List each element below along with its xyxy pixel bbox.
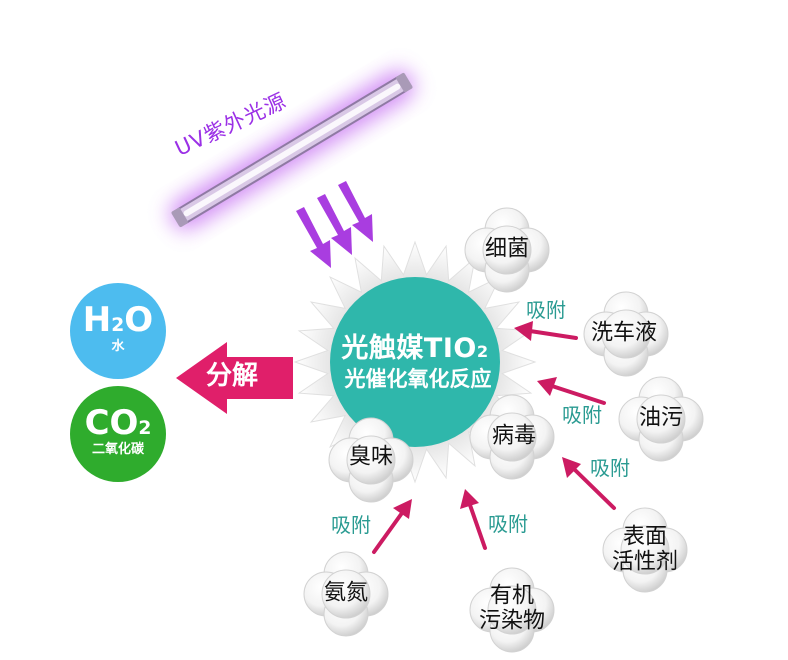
pollutant-cloud [328,417,414,503]
pollutant-surfactant-line1: 表面 [622,524,668,550]
uv-lamp-core [183,83,401,217]
water-name: 水 [111,339,125,355]
adsorb-label: 吸附 [562,403,602,427]
pollutant-organic: 有机 污染物 [479,584,545,633]
catalyst-circle [330,277,500,447]
adsorb-arrow-ammonia [372,499,412,554]
catalyst-title-main: 光触媒TIO [341,332,477,364]
pollutant-cloud [602,507,688,593]
uv-rays [296,181,373,268]
pollutant-cloud-puff [487,412,537,462]
adsorb-arrow-grease [537,377,606,405]
adsorb-label: 吸附 [590,456,630,480]
adsorb-arrow-organic [460,489,487,550]
adsorb-arrows [372,321,616,554]
co2-formula-a: CO [84,403,139,444]
water-product: H2O 水 [83,303,153,355]
pollutant-cloud [464,207,550,293]
uv-lamp-cap-left [171,207,188,228]
pollutant-cloud [469,567,555,653]
water-formula-a: H [82,300,112,341]
uv-ray-arrow [338,181,373,242]
water-circle [70,283,166,379]
pollutant-cloud-puff [487,585,537,635]
pollutant-virus: 病毒 [491,423,537,449]
pollutant-surfactant-line2: 活性剂 [611,549,679,574]
pollutant-organic-line1: 有机 [489,583,535,609]
pollutant-washing-liquid: 洗车液 [590,320,658,346]
catalyst-reaction-label: 光催化氧化反应 [344,367,492,392]
pollutant-surfactant: 表面 活性剂 [612,525,678,574]
uv-lamp [169,70,415,230]
pollutant-cloud [583,291,669,377]
pollutant-cloud-puff [620,525,670,575]
pollutant-bacteria: 细菌 [484,236,530,262]
pollutant-organic-line2: 污染物 [478,608,546,633]
pollutant-cloud-puff [321,569,371,619]
co2-product: CO2 二氧化碳 [85,406,152,458]
co2-circle [70,386,166,482]
pollutant-ammonia: 氨氮 [323,580,369,606]
water-formula-b: O [124,300,154,341]
uv-lamp-cap-right [396,72,413,93]
co2-formula-sub: 2 [138,418,152,440]
pollutant-cloud-puff [601,309,651,359]
pollutant-cloud-puff [346,435,396,485]
pollutant-cloud [303,551,389,637]
pollutant-odor: 臭味 [348,444,394,470]
decompose-label: 分解 [206,361,259,391]
water-formula-sub: 2 [111,315,125,337]
adsorb-label: 吸附 [488,512,528,536]
uv-ray-arrow [317,194,352,255]
pollutant-cloud-puff [482,225,532,275]
decompose-arrow [176,342,293,414]
pollutant-cloud-puff [636,394,686,444]
pollutant-cloud [618,376,704,462]
pollutant-clouds [303,207,704,653]
pollutant-cloud [469,394,555,480]
uv-ray-arrow [296,207,331,268]
adsorb-label: 吸附 [526,298,566,322]
adsorb-arrow-surfactant [562,457,616,510]
catalyst-title-sub: 2 [476,341,489,361]
catalyst-title: 光触媒TIO2 [341,332,489,364]
pollutant-grease: 油污 [638,405,684,431]
co2-name: 二氧化碳 [91,442,144,458]
adsorb-label: 吸附 [331,513,371,537]
adsorb-arrow-washing [514,321,578,341]
